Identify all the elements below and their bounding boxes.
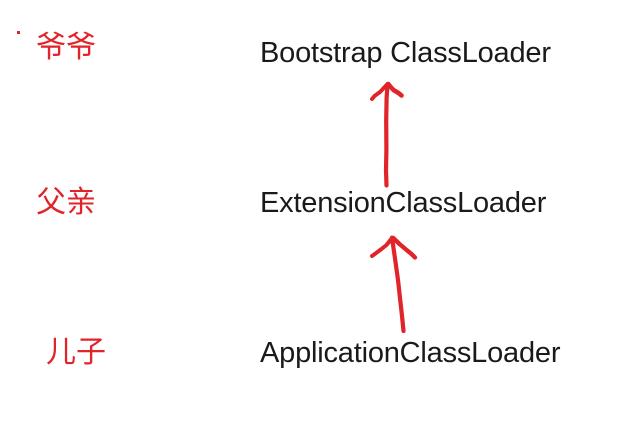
kinship-label-grandfather: 爷爷 [36, 30, 96, 65]
node-extension-classloader: ExtensionClassLoader [260, 187, 547, 219]
arrow-application-to-extension [370, 235, 418, 334]
kinship-label-father: 父亲 [36, 185, 96, 220]
node-application-classloader: ApplicationClassLoader [260, 337, 561, 369]
arrow-extension-to-bootstrap [370, 81, 404, 188]
stray-red-dot [17, 31, 20, 34]
kinship-label-son: 儿子 [46, 335, 106, 370]
node-bootstrap-classloader: Bootstrap ClassLoader [260, 37, 551, 69]
